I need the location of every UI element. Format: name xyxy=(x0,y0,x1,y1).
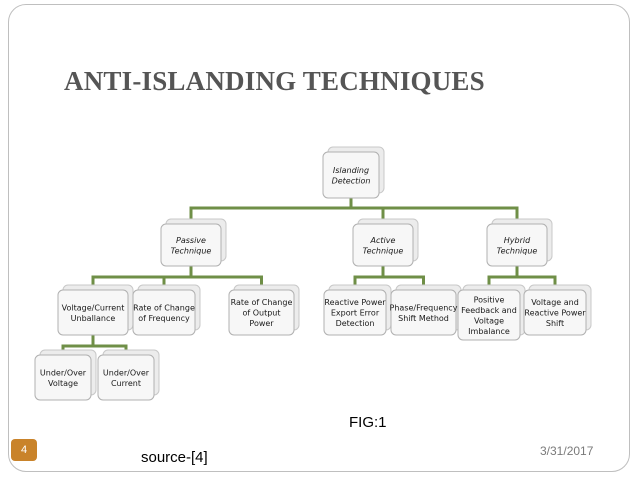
node-active-0-box xyxy=(323,289,387,336)
node-passive-2-box xyxy=(228,289,295,336)
node-hybrid-0-label: Positive xyxy=(474,295,505,304)
node-hybrid-0-label: Voltage xyxy=(474,316,504,325)
node-under-over-1-box xyxy=(97,354,155,401)
node-under-over-1-label: Current xyxy=(111,379,141,388)
node-islanding-detection-box xyxy=(322,151,380,199)
node-passive-1: Rate of Change of Frequency xyxy=(132,284,201,336)
node-under-over-1-label: Under/Over xyxy=(103,368,150,377)
node-hybrid-technique-box xyxy=(486,223,548,267)
node-hybrid-1-label: Shift xyxy=(546,319,564,328)
node-islanding-detection-label: Islanding xyxy=(333,166,369,175)
node-active-0-label: Export Error xyxy=(331,309,380,318)
node-hybrid-technique-label: Technique xyxy=(497,246,538,255)
diagram-nodes: IslandingDetectionPassiveTechniqueActive… xyxy=(34,146,592,401)
node-passive-technique-box xyxy=(160,223,222,267)
node-active-technique-label: Active xyxy=(370,236,396,245)
node-passive-2-label: of Output xyxy=(242,309,280,318)
node-active-0-label: Detection xyxy=(336,319,375,328)
node-active-1-label: Phase/Frequency xyxy=(390,303,458,312)
node-under-over-0-label: Voltage xyxy=(48,379,78,388)
node-active-0-label: Reactive Power xyxy=(324,298,386,307)
node-passive-0-label: Voltage/Current xyxy=(62,303,125,312)
node-passive-1-label: Rate of Change xyxy=(133,303,195,312)
node-passive-2-label: Power xyxy=(249,319,274,328)
node-hybrid-1-label: Reactive Power xyxy=(524,309,586,318)
node-active-1-label: Shift Method xyxy=(398,314,449,323)
node-hybrid-0-label: Imbalance xyxy=(468,327,510,336)
node-passive-technique-label: Passive xyxy=(176,236,206,245)
node-passive-1-label: of Frequency xyxy=(138,314,190,323)
page-number-badge: 4 xyxy=(11,439,37,461)
node-passive-0-label: Unballance xyxy=(71,314,116,323)
slide-title: ANTI-ISLANDING TECHNIQUES xyxy=(64,66,485,96)
node-under-over-0-label: Under/Over xyxy=(40,368,87,377)
node-hybrid-0-box xyxy=(457,289,521,341)
node-hybrid-technique-label: Hybrid xyxy=(504,236,531,245)
node-active-technique-box xyxy=(352,223,414,267)
source-citation: source-[4] xyxy=(141,449,208,466)
node-active-1-box xyxy=(390,289,457,336)
slide-date: 3/31/2017 xyxy=(540,444,594,458)
node-hybrid-1-label: Voltage and xyxy=(531,298,579,307)
figure-caption: FIG:1 xyxy=(349,414,387,431)
node-passive-1-box xyxy=(132,289,196,336)
node-hybrid-0-label: Feedback and xyxy=(461,306,517,315)
node-passive-2-label: Rate of Change xyxy=(231,298,293,307)
node-hybrid-1-box xyxy=(523,289,587,336)
node-passive-technique-label: Technique xyxy=(171,246,212,255)
node-active-technique-label: Technique xyxy=(363,246,404,255)
node-passive-0-box xyxy=(57,289,129,336)
node-islanding-detection-label: Detection xyxy=(332,176,371,185)
node-under-over-0-box xyxy=(34,354,92,401)
